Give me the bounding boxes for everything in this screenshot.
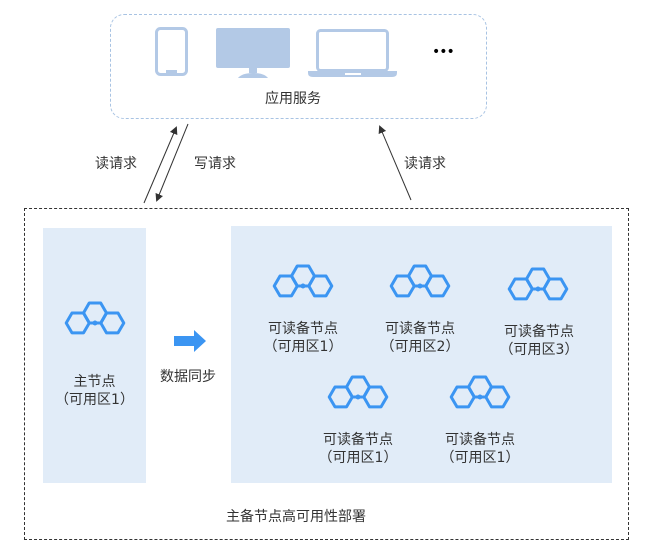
node-cluster-icon [449,375,511,409]
standby-node [389,263,451,317]
write-request-label: 写请求 [194,156,236,172]
node-cluster-icon [389,264,451,298]
phone-icon [155,27,188,76]
node-cluster-icon [327,375,389,409]
node-cluster-icon [272,264,334,298]
primary-node [64,300,126,354]
deployment-box [24,208,629,540]
standby-node-zone: （可用区1） [440,450,520,466]
standby-node-zone: （可用区2） [380,339,460,355]
standby-node-name: 可读备节点 [385,321,455,337]
standby-node-name: 可读备节点 [323,432,393,448]
standby-node-name: 可读备节点 [445,432,515,448]
standby-node-zone: （可用区1） [318,450,398,466]
standby-node-name: 可读备节点 [504,324,574,340]
primary-node-zone: （可用区1） [55,392,134,408]
app-service-box [110,14,487,119]
node-cluster-icon [64,301,126,335]
standby-node-zone: （可用区3） [499,342,579,358]
node-cluster-icon [507,267,569,301]
app-service-label: 应用服务 [265,91,321,107]
standby-node-name: 可读备节点 [268,321,338,337]
read-request-arrow-right [378,125,412,201]
laptop-icon [308,29,397,77]
standby-node-zone: （可用区1） [263,339,343,355]
sync-label: 数据同步 [160,369,216,385]
deployment-title: 主备节点高可用性部署 [226,509,366,525]
monitor-icon [216,28,290,78]
more-icon: ••• [432,44,455,60]
write-request-arrow [155,123,189,202]
standby-node [327,374,389,428]
primary-node-name: 主节点 [73,374,116,390]
read-request-arrow-left [143,126,178,204]
standby-node [507,266,569,320]
standby-node [449,374,511,428]
read-request-label-right: 读请求 [404,156,446,172]
primary-node-panel [43,228,146,483]
read-request-label-left: 读请求 [95,156,137,172]
standby-node [272,263,334,317]
sync-arrow-icon [174,330,206,352]
